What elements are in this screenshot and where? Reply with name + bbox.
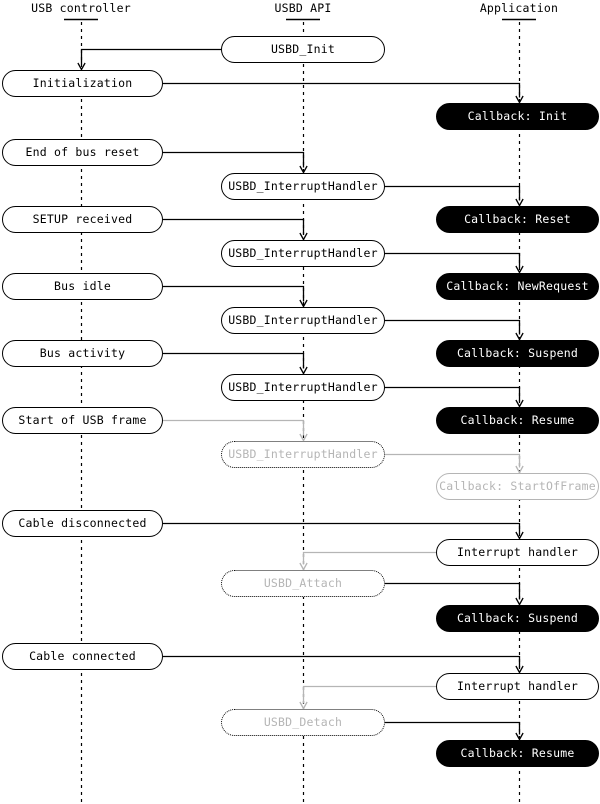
node-callback-resume-2: Callback: Resume <box>436 740 599 767</box>
connector-c1 <box>77 48 221 71</box>
node-callback-init: Callback: Init <box>436 103 599 130</box>
connector-c13 <box>163 522 524 540</box>
node-callback-suspend-1: Callback: Suspend <box>436 340 599 367</box>
node-bus-idle: Bus idle <box>2 273 163 300</box>
connector-c9 <box>163 352 308 375</box>
connector-c5 <box>163 218 308 241</box>
column-header-application: Application <box>479 1 559 15</box>
connector-c11 <box>163 419 308 442</box>
node-callback-newrequest: Callback: NewRequest <box>436 273 599 300</box>
node-cable-disconnected: Cable disconnected <box>2 510 163 537</box>
connector-c2 <box>163 82 524 104</box>
column-header-usbd-api: USBD API <box>274 1 332 15</box>
node-irq-handler-5-ghost: USBD_InterruptHandler <box>221 441 385 468</box>
connector-c4 <box>385 185 524 207</box>
node-end-of-bus-reset: End of bus reset <box>2 139 163 166</box>
node-callback-startofframe: Callback: StartOfFrame <box>436 473 599 500</box>
node-usbd-init: USBD_Init <box>221 36 385 63</box>
connector-c14 <box>299 551 436 571</box>
node-setup-received: SETUP received <box>2 206 163 233</box>
node-usbd-attach: USBD_Attach <box>221 570 385 597</box>
node-bus-activity: Bus activity <box>2 340 163 367</box>
node-start-of-usb-frame: Start of USB frame <box>2 407 163 434</box>
connector-c15 <box>385 582 524 606</box>
connector-c18 <box>385 721 524 741</box>
node-callback-resume-1: Callback: Resume <box>436 407 599 434</box>
node-irq-handler-1: USBD_InterruptHandler <box>221 173 385 200</box>
node-interrupt-handler-1: Interrupt handler <box>436 539 599 566</box>
connector-c3 <box>163 151 308 174</box>
column-header-usb-controller: USB controller <box>31 1 131 15</box>
node-usbd-detach: USBD_Detach <box>221 709 385 736</box>
connector-c16 <box>163 655 524 674</box>
node-initialization: Initialization <box>2 70 163 97</box>
connector-c12 <box>385 453 524 474</box>
node-irq-handler-3: USBD_InterruptHandler <box>221 307 385 334</box>
node-irq-handler-4: USBD_InterruptHandler <box>221 374 385 401</box>
node-callback-suspend-2: Callback: Suspend <box>436 605 599 632</box>
connector-c17 <box>299 685 436 710</box>
node-callback-reset: Callback: Reset <box>436 206 599 233</box>
node-irq-handler-2: USBD_InterruptHandler <box>221 240 385 267</box>
node-cable-connected: Cable connected <box>2 643 163 670</box>
connector-c8 <box>385 319 524 341</box>
connector-c7 <box>163 285 308 308</box>
connector-c10 <box>385 386 524 408</box>
connector-c6 <box>385 252 524 274</box>
node-interrupt-handler-2: Interrupt handler <box>436 673 599 700</box>
